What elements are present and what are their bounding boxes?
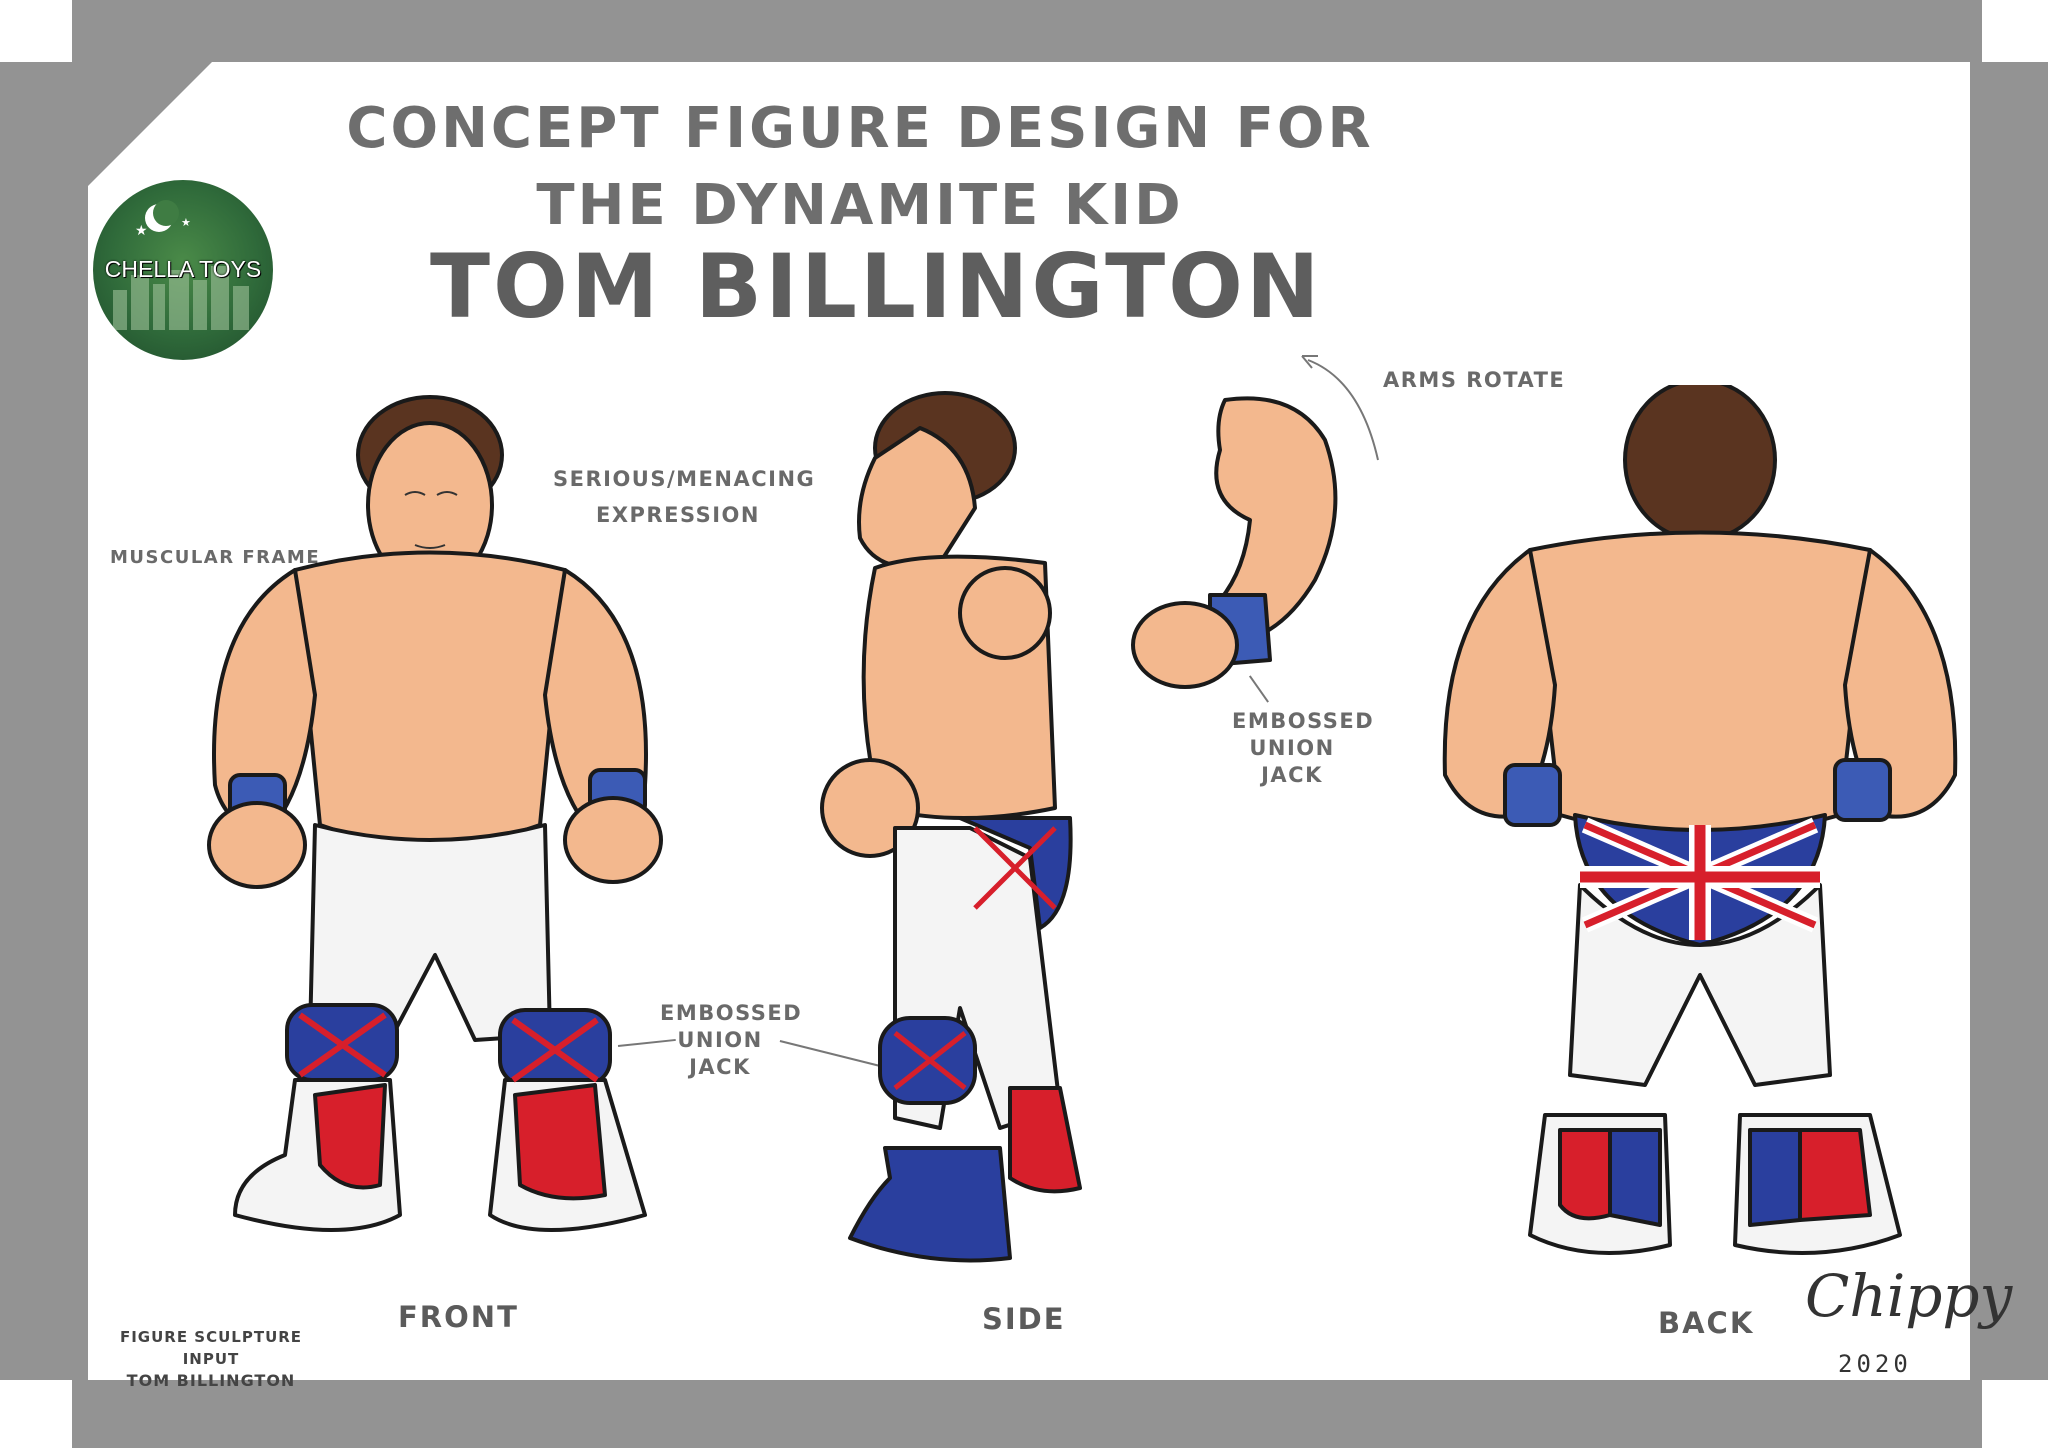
frame-left [0, 62, 88, 1380]
label-arms-rotate: ARMS ROTATE [1383, 368, 1566, 392]
side-figure [820, 391, 1082, 1263]
label-knee-union-jack: EMBOSSED UNION JACK [660, 1000, 803, 1081]
view-label-front: FRONT [398, 1300, 519, 1334]
label-knee-uj-line3: JACK [689, 1055, 751, 1079]
label-muscular-frame: MUSCULAR FRAME [110, 547, 321, 568]
frame-bottom [72, 1380, 1982, 1448]
footer-note-line2: TOM BILLINGTON [126, 1371, 296, 1390]
svg-text:★: ★ [135, 223, 148, 239]
label-arm-uj-line1: EMBOSSED [1232, 709, 1375, 733]
frame-top [72, 0, 1982, 62]
svg-text:★: ★ [181, 216, 191, 229]
title-line-2: THE DYNAMITE KID [536, 173, 1184, 238]
moon-stars-city-icon: ★ ★ [113, 200, 249, 330]
front-figure [207, 395, 663, 1232]
label-knee-uj-line1: EMBOSSED [660, 1001, 803, 1025]
arm-detail-figure [1131, 396, 1338, 689]
label-arm-uj-line3: JACK [1261, 763, 1323, 787]
label-knee-uj-line2: UNION [677, 1028, 763, 1052]
label-expression: SERIOUS/MENACING EXPRESSION [553, 466, 816, 529]
rotate-arrow-icon [1301, 355, 1379, 461]
footer-note: FIGURE SCULPTURE INPUT TOM BILLINGTON [98, 1326, 324, 1392]
view-label-back: BACK [1658, 1306, 1755, 1340]
title-line-1: CONCEPT FIGURE DESIGN FOR [346, 96, 1374, 161]
artist-signature: Chippy [1805, 1262, 2013, 1330]
label-arm-uj-line2: UNION [1249, 736, 1335, 760]
title-name: TOM BILLINGTON [430, 235, 1323, 338]
signature-year: 2020 [1838, 1350, 1912, 1378]
label-expression-line1: SERIOUS/MENACING [553, 467, 816, 491]
label-arm-union-jack: EMBOSSED UNION JACK [1232, 708, 1375, 789]
view-label-side: SIDE [982, 1302, 1066, 1336]
footer-note-line1: FIGURE SCULPTURE INPUT [119, 1328, 303, 1368]
logo-text: CHELLA TOYS [104, 256, 262, 282]
frame-right [1970, 62, 2048, 1380]
chella-toys-logo: ★ ★ CHELLA TOYS [93, 180, 273, 360]
label-expression-line2: EXPRESSION [596, 503, 760, 527]
back-figure [1442, 385, 1958, 1255]
